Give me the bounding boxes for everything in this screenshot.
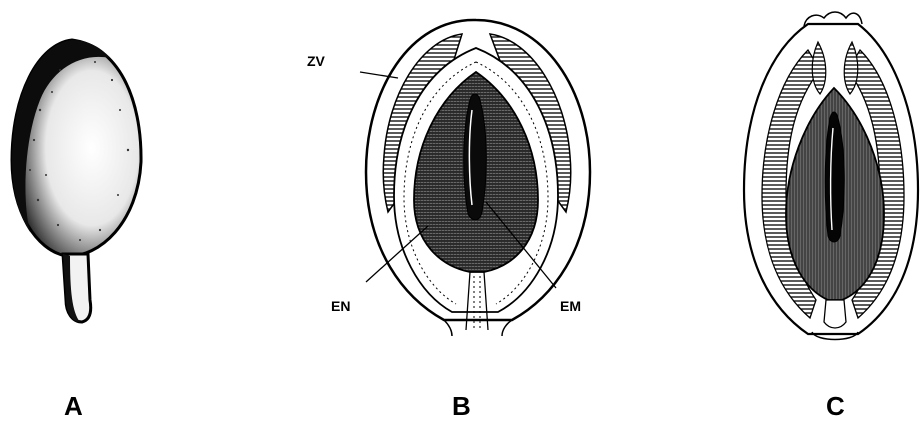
em-label: EM (560, 298, 581, 314)
seed-body (12, 40, 141, 256)
embryo (464, 94, 487, 220)
panel-a-seed-exterior (12, 40, 141, 322)
en-label: EN (331, 298, 350, 314)
panel-b-seed-section: ZV EN EM (307, 20, 590, 336)
panel-label-a: A (64, 391, 83, 421)
zv-label: ZV (307, 53, 326, 69)
panel-c-seed-section (744, 12, 918, 340)
base-flare (444, 320, 512, 336)
panel-label-c: C (826, 391, 845, 421)
panel-label-b: B (452, 391, 471, 421)
base-plug (824, 300, 846, 328)
